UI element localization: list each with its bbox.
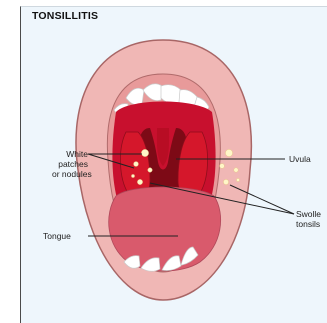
label-white-patches-line3: or nodules bbox=[52, 169, 88, 179]
label-white-patches-line2: patches bbox=[52, 159, 88, 169]
label-tongue: Tongue bbox=[43, 231, 71, 241]
label-swollen-tonsils-line1: Swolle bbox=[296, 209, 321, 219]
label-swollen-tonsils-line2: tonsils bbox=[296, 219, 321, 229]
label-uvula: Uvula bbox=[289, 154, 311, 164]
label-white-patches-line1: White bbox=[52, 149, 88, 159]
label-white-patches: White patches or nodules bbox=[52, 149, 88, 179]
tongue bbox=[109, 187, 221, 271]
label-swollen-tonsils: Swolle tonsils bbox=[296, 209, 321, 229]
